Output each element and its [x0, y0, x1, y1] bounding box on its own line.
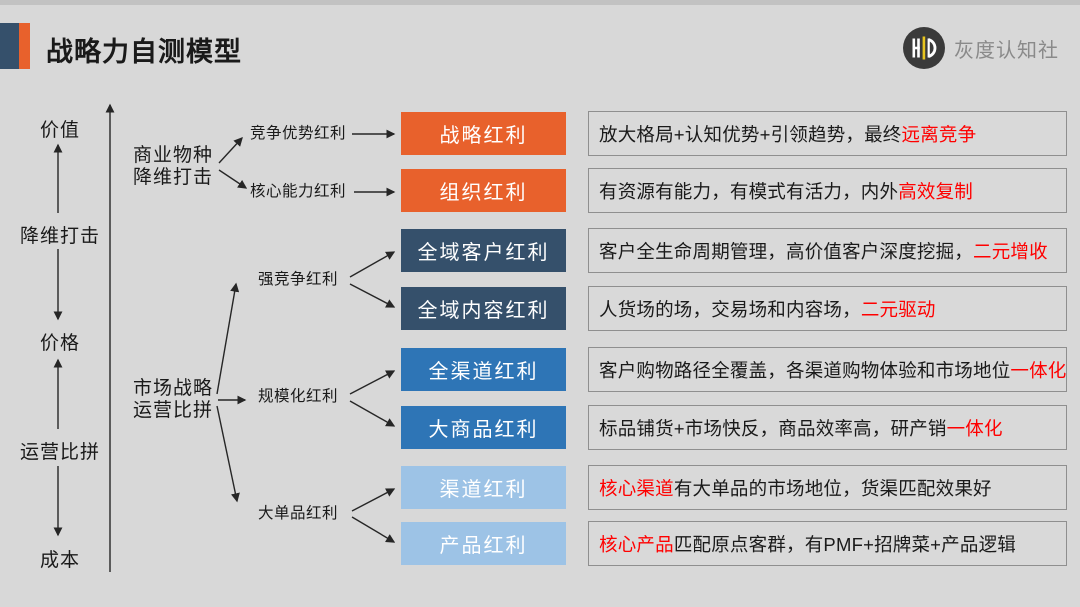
row-channel-dividend: 渠道红利 核心渠道有大单品的市场地位，货渠匹配效果好 — [0, 465, 1080, 510]
box-product-dividend: 产品红利 — [401, 522, 566, 565]
branch-scale: 规模化红利 — [257, 388, 338, 405]
desc-highlight: 核心产品 — [599, 533, 674, 555]
box-strategy-dividend: 战略红利 — [401, 112, 566, 155]
desc-big-merchandise-dividend: 标品铺货+市场快反，商品效率高，研产销一体化 — [588, 405, 1067, 450]
desc-product-dividend: 核心产品匹配原点客群，有PMF+招牌菜+产品逻辑 — [588, 521, 1067, 566]
branch-competitive-advantage: 竞争优势红利 — [249, 125, 346, 142]
desc-text: 有大单品的市场地位，货渠匹配效果好 — [673, 477, 992, 499]
axis-label-value: 价值 — [39, 120, 80, 141]
branch-strong-competition: 强竞争红利 — [257, 271, 338, 288]
axis-label-price: 价格 — [39, 333, 80, 354]
branch-big-single-item: 大单品红利 — [257, 505, 338, 522]
axis-label-operations: 运营比拼 — [19, 442, 100, 463]
brand-logo-icon — [903, 27, 945, 69]
axis-label-cost: 成本 — [39, 550, 80, 571]
row-product-dividend: 产品红利 核心产品匹配原点客群，有PMF+招牌菜+产品逻辑 — [0, 521, 1080, 566]
group-line2: 降维打击 — [132, 166, 213, 188]
desc-highlight: 远离竞争 — [901, 123, 977, 145]
box-organization-dividend: 组织红利 — [401, 169, 566, 212]
page-title: 战略力自测模型 — [46, 37, 242, 67]
box-omni-customer-dividend: 全域客户红利 — [401, 229, 566, 272]
brand-name: 灰度认知社 — [954, 39, 1059, 62]
group-market-strategy: 市场战略 运营比拼 — [118, 378, 228, 421]
brand-logo: 灰度认知社 — [902, 26, 1059, 70]
row-organization-dividend: 组织红利 有资源有能力，有模式有活力，内外高效复制 — [0, 168, 1080, 213]
box-omni-channel-dividend: 全渠道红利 — [401, 348, 566, 391]
row-omni-channel-dividend: 全渠道红利 客户购物路径全覆盖，各渠道购物体验和市场地位一体化 — [0, 347, 1080, 392]
desc-highlight: 核心渠道 — [599, 477, 674, 499]
desc-highlight: 二元驱动 — [860, 298, 936, 320]
row-big-merchandise-dividend: 大商品红利 标品铺货+市场快反，商品效率高，研产销一体化 — [0, 405, 1080, 450]
row-strategy-dividend: 战略红利 放大格局+认知优势+引领趋势，最终远离竞争 — [0, 111, 1080, 156]
desc-omni-channel-dividend: 客户购物路径全覆盖，各渠道购物体验和市场地位一体化 — [588, 347, 1067, 392]
box-big-merchandise-dividend: 大商品红利 — [401, 406, 566, 449]
desc-omni-content-dividend: 人货场的场，交易场和内容场，二元驱动 — [588, 286, 1067, 331]
desc-text: 有资源有能力，有模式有活力，内外 — [599, 180, 899, 202]
group-line2: 运营比拼 — [132, 399, 213, 421]
desc-organization-dividend: 有资源有能力，有模式有活力，内外高效复制 — [588, 168, 1067, 213]
branch-core-capability: 核心能力红利 — [249, 183, 346, 200]
desc-text: 标品铺货+市场快反，商品效率高，研产销 — [599, 417, 947, 439]
box-channel-dividend: 渠道红利 — [401, 466, 566, 509]
group-line1: 商业物种 — [132, 145, 213, 166]
desc-text: 放大格局+认知优势+引领趋势，最终 — [599, 123, 902, 145]
desc-text: 客户全生命周期管理，高价值客户深度挖掘， — [599, 240, 974, 262]
desc-highlight: 二元增收 — [973, 240, 1048, 262]
desc-strategy-dividend: 放大格局+认知优势+引领趋势，最终远离竞争 — [588, 111, 1067, 156]
title-accent-navy-block — [0, 23, 19, 69]
desc-channel-dividend: 核心渠道有大单品的市场地位，货渠匹配效果好 — [588, 465, 1067, 510]
desc-text: 匹配原点客群，有PMF+招牌菜+产品逻辑 — [673, 533, 1016, 555]
top-edge-strip — [0, 0, 1080, 5]
desc-highlight: 高效复制 — [898, 180, 974, 202]
group-line1: 市场战略 — [132, 378, 213, 399]
desc-highlight: 一体化 — [1010, 359, 1067, 381]
desc-omni-customer-dividend: 客户全生命周期管理，高价值客户深度挖掘，二元增收 — [588, 228, 1067, 273]
axis-label-dimension-strike: 降维打击 — [19, 226, 100, 247]
title-accent-orange-block — [19, 23, 30, 69]
group-business-species: 商业物种 降维打击 — [118, 145, 228, 188]
desc-text: 人货场的场，交易场和内容场， — [599, 298, 861, 320]
desc-text: 客户购物路径全覆盖，各渠道购物体验和市场地位 — [599, 359, 1011, 381]
row-omni-customer-dividend: 全域客户红利 客户全生命周期管理，高价值客户深度挖掘，二元增收 — [0, 228, 1080, 273]
desc-highlight: 一体化 — [946, 417, 1003, 439]
row-omni-content-dividend: 全域内容红利 人货场的场，交易场和内容场，二元驱动 — [0, 286, 1080, 331]
box-omni-content-dividend: 全域内容红利 — [401, 287, 566, 330]
